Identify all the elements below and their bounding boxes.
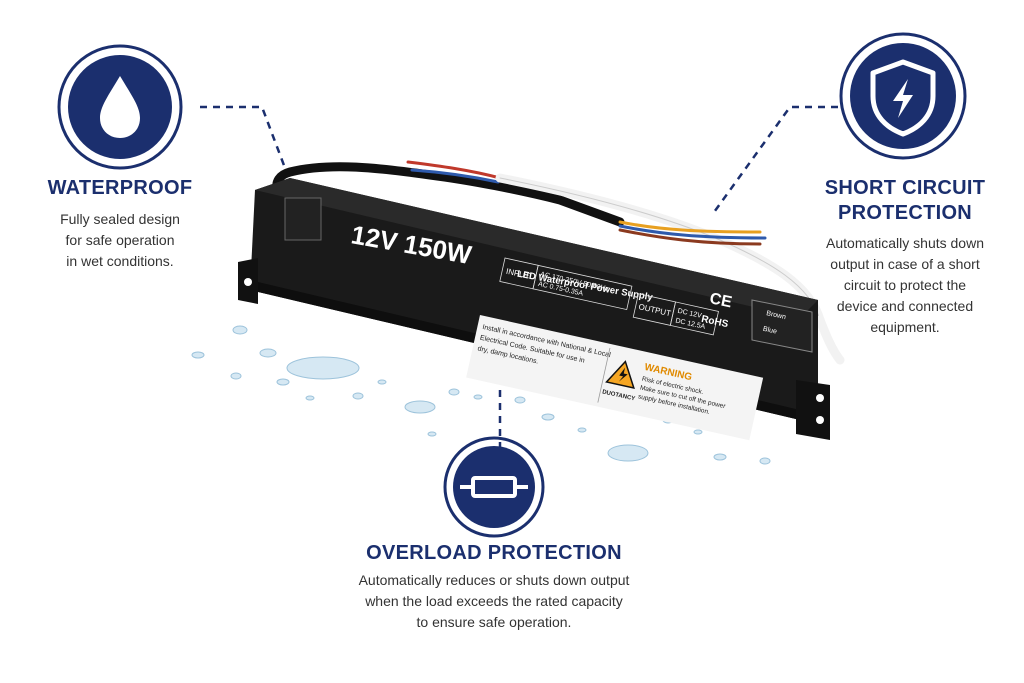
fuse-icon [443, 436, 545, 538]
short-circuit-title: SHORT CIRCUIT PROTECTION [795, 176, 1015, 226]
warning-sticker: Install in accordance with National & Lo… [466, 315, 764, 441]
short-circuit-connector-line [710, 105, 838, 216]
waterproof-connector-line [200, 105, 287, 169]
short-circuit-desc-line: equipment. [870, 319, 940, 335]
wire-label: Blue [762, 326, 777, 336]
short-circuit-title-line: PROTECTION [837, 202, 973, 224]
short-circuit-title-line: SHORT CIRCUIT [824, 177, 986, 199]
waterproof-desc-line: Fully sealed design [60, 211, 180, 227]
short-circuit-desc-line: circuit to protect the [843, 277, 967, 293]
waterproof-desc-line: in wet conditions. [66, 253, 174, 269]
overload-desc-line: Automatically reduces or shuts down outp… [358, 572, 630, 588]
short-circuit-desc-line: Automatically shuts down [826, 235, 984, 251]
shield-bolt-icon [839, 32, 967, 160]
overload-description: Automatically reduces or shuts down outp… [294, 570, 694, 633]
wire-label: Brown [766, 310, 787, 321]
waterproof-description: Fully sealed design for safe operation i… [20, 209, 220, 272]
waterproof-desc-line: for safe operation [65, 232, 175, 248]
wire-labels: Brown Blue [762, 310, 787, 336]
short-circuit-desc-line: device and connected [836, 298, 974, 314]
water-drop-icon [57, 44, 183, 170]
overload-desc-line: when the load exceeds the rated capacity [365, 593, 623, 609]
overload-desc-line: to ensure safe operation. [416, 614, 572, 630]
short-circuit-description: Automatically shuts down output in case … [795, 233, 1015, 338]
connector-lines [200, 105, 838, 448]
short-circuit-desc-line: output in case of a short [830, 256, 980, 272]
ce-mark: CE [708, 290, 734, 311]
water-droplets [191, 325, 771, 465]
waterproof-title: WATERPROOF [47, 177, 193, 199]
overload-title: OVERLOAD PROTECTION [366, 542, 622, 564]
